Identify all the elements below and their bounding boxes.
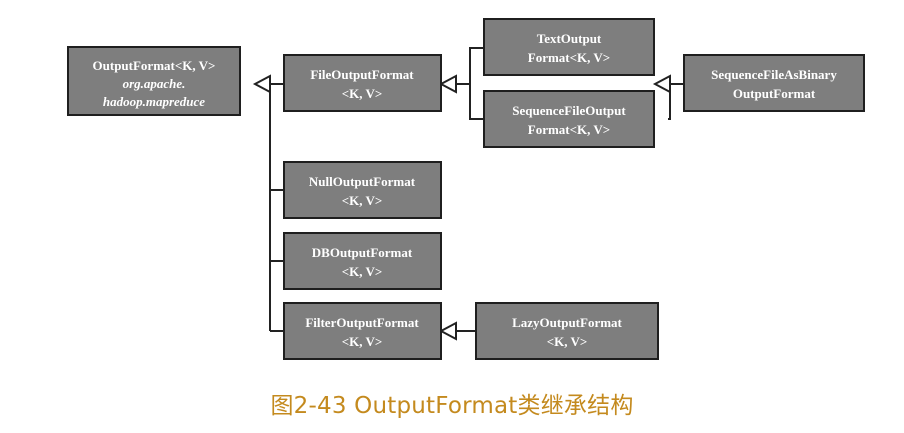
node-textoutputformat: TextOutput Format<K, V> (483, 18, 655, 76)
node-dboutputformat: DBOutputFormat <K, V> (283, 232, 442, 290)
node-label-line: SequenceFileOutput (512, 103, 626, 118)
node-fileoutputformat: FileOutputFormat <K, V> (283, 54, 442, 112)
edge-textoutputformat-to-fileoutputformat (438, 47, 484, 94)
node-label-line: <K, V> (547, 334, 588, 349)
node-label-line: TextOutput (537, 31, 602, 46)
class-hierarchy-diagram: OutputFormat<K, V> org.apache. hadoop.ma… (67, 18, 865, 360)
node-box (283, 54, 442, 112)
node-label-line: SequenceFileAsBinary (711, 67, 837, 82)
node-label-line: <K, V> (342, 193, 383, 208)
node-label-line: OutputFormat<K, V> (93, 58, 216, 73)
node-label-line: <K, V> (342, 334, 383, 349)
node-nulloutputformat: NullOutputFormat <K, V> (283, 161, 442, 219)
figure-caption: 图2-43 OutputFormat类继承结构 (270, 393, 634, 419)
node-label-line: org.apache. (123, 76, 186, 91)
inheritance-arrowhead (438, 74, 457, 94)
edges (252, 47, 684, 341)
node-box (483, 18, 655, 76)
node-box (483, 90, 655, 148)
node-label-line: FilterOutputFormat (305, 315, 419, 330)
node-label-line: <K, V> (342, 264, 383, 279)
node-box (283, 302, 442, 360)
node-lazyoutputformat: LazyOutputFormat <K, V> (475, 302, 659, 360)
node-label-line: FileOutputFormat (310, 67, 414, 82)
inheritance-arrowhead (652, 74, 671, 94)
node-label-line: LazyOutputFormat (512, 315, 622, 330)
node-box (283, 232, 442, 290)
node-box (475, 302, 659, 360)
inheritance-arrowhead (438, 321, 457, 341)
node-box (283, 161, 442, 219)
node-label-line: hadoop.mapreduce (103, 94, 205, 109)
node-label-line: DBOutputFormat (312, 245, 413, 260)
edge-sequencefileasbinaryoutputformat-to-sequencefileoutputformat (652, 74, 684, 120)
node-sequencefileoutputformat: SequenceFileOutput Format<K, V> (483, 90, 655, 148)
node-label-line: Format<K, V> (528, 50, 610, 65)
node-box (67, 46, 241, 116)
node-filteroutputformat: FilterOutputFormat <K, V> (283, 302, 442, 360)
inheritance-arrowhead (252, 74, 271, 94)
edge-sequencefileoutputformat-to-fileoutputformat (469, 84, 484, 120)
node-outputformat: OutputFormat<K, V> org.apache. hadoop.ma… (67, 46, 241, 116)
node-label-line: <K, V> (342, 86, 383, 101)
node-label-line: Format<K, V> (528, 122, 610, 137)
node-sequencefileasbinaryoutputformat: SequenceFileAsBinary OutputFormat (683, 54, 865, 112)
node-box (683, 54, 865, 112)
node-label-line: OutputFormat (733, 86, 816, 101)
edge-lazyoutputformat-to-filteroutputformat (438, 321, 476, 341)
node-label-line: NullOutputFormat (309, 174, 416, 189)
